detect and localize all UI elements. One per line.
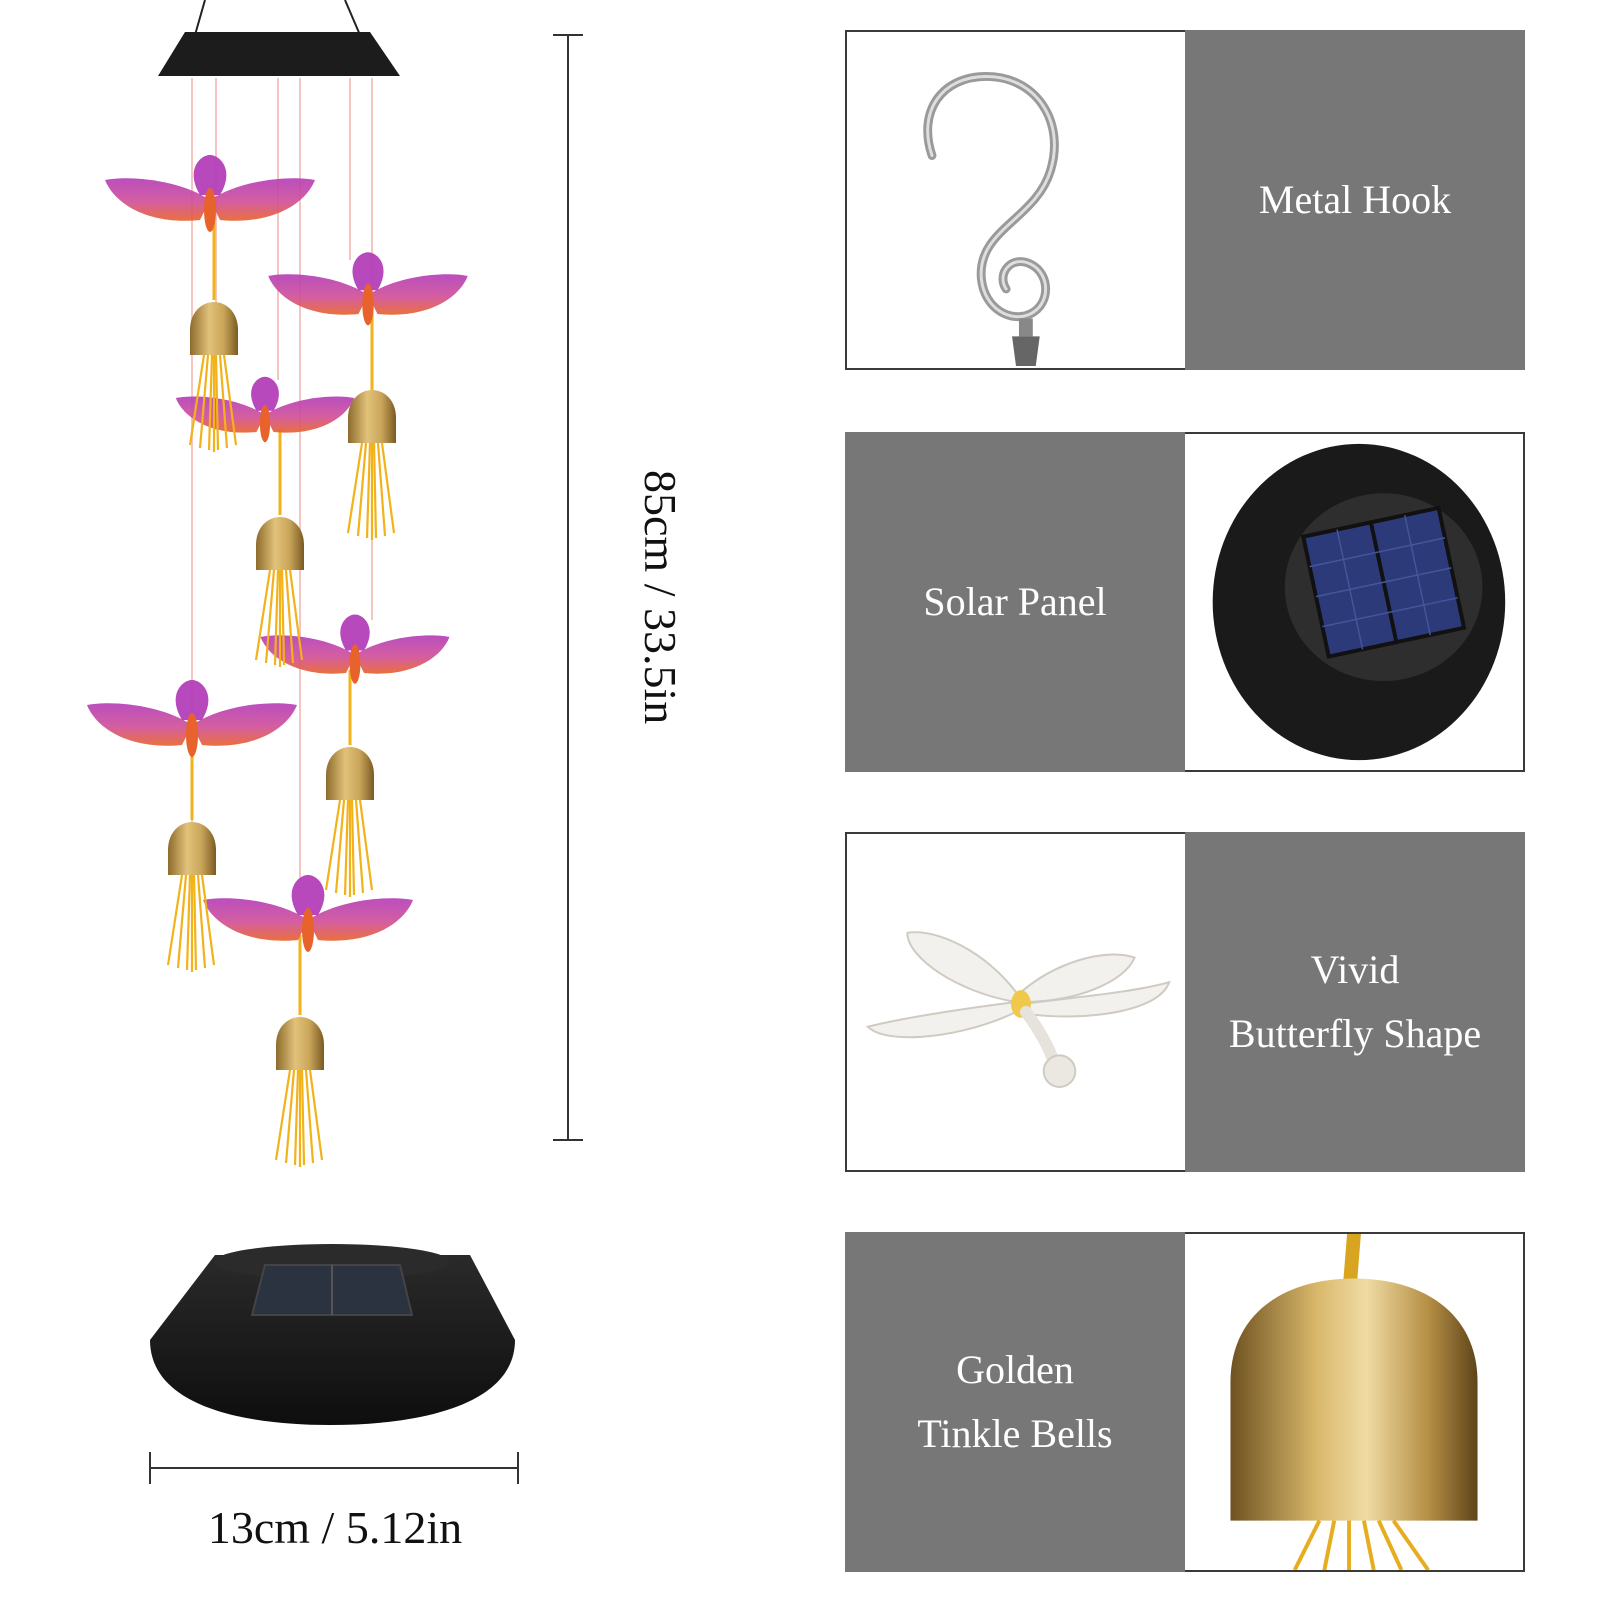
feature-text-line: Tinkle Bells — [917, 1411, 1113, 1456]
hook-photo — [845, 30, 1185, 370]
bell-photo — [1185, 1232, 1525, 1572]
dragonfly-icon — [865, 931, 1171, 1088]
feature-text-line: Metal Hook — [1258, 177, 1452, 222]
feature-card-solar-panel: Solar Panel — [845, 432, 1525, 772]
height-dimension-label: 85cm / 33.5in — [635, 470, 686, 725]
solar-panel-icon — [1212, 443, 1506, 761]
feature-card-metal-hook: Metal Hook — [845, 30, 1525, 370]
feature-card-golden-bells: Golden Tinkle Bells — [845, 1232, 1525, 1572]
solar-panel-photo — [1185, 432, 1525, 772]
hook-icon — [923, 72, 1059, 367]
feature-text-line: Butterfly Shape — [1228, 1011, 1482, 1056]
bell-icon — [1230, 1234, 1478, 1570]
dragonfly-photo — [845, 832, 1185, 1172]
feature-text-line: Vivid — [1310, 947, 1400, 992]
feature-label-solar-panel: Solar Panel — [845, 432, 1185, 772]
feature-label-butterfly-shape: Vivid Butterfly Shape — [1185, 832, 1525, 1172]
feature-text-line: Golden — [956, 1347, 1074, 1392]
feature-text-line: Solar Panel — [923, 579, 1107, 624]
feature-label-golden-bells: Golden Tinkle Bells — [845, 1232, 1185, 1572]
feature-card-butterfly-shape: Vivid Butterfly Shape — [845, 832, 1525, 1172]
feature-label-metal-hook: Metal Hook — [1185, 30, 1525, 370]
width-dimension-label: 13cm / 5.12in — [207, 1502, 463, 1553]
wind-chime-illustration — [87, 0, 583, 1484]
